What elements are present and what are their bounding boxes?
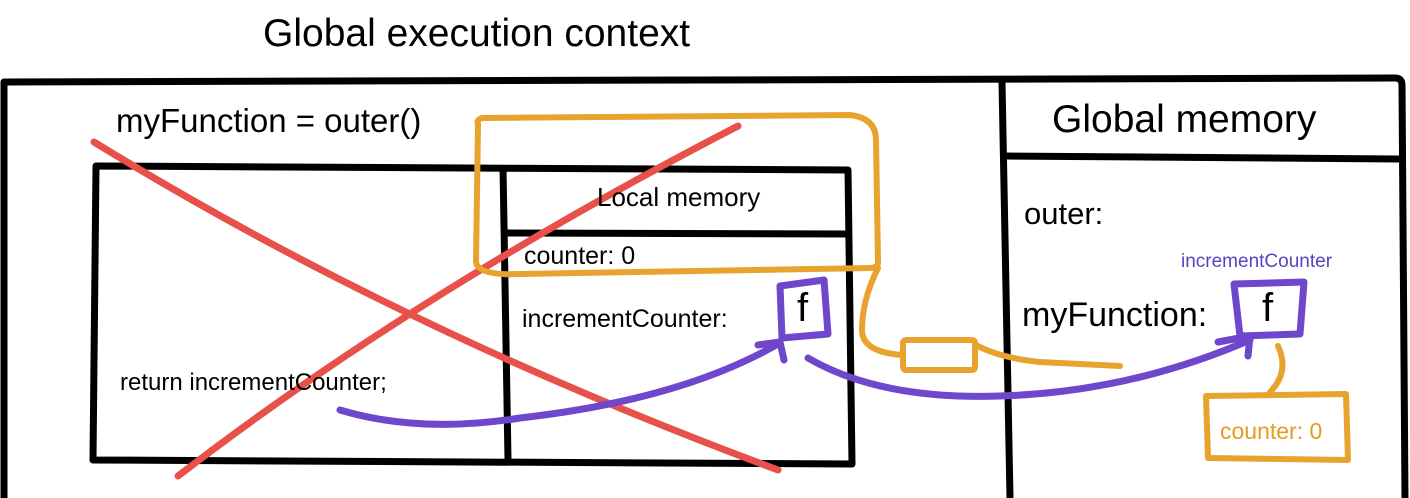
local-memory-divider xyxy=(499,166,512,461)
local-increment-entry: incrementCounter: xyxy=(522,305,728,333)
global-function-box xyxy=(1230,278,1308,340)
function-ref-arrow xyxy=(804,336,1254,400)
global-myfunction-entry: myFunction: xyxy=(1022,296,1208,334)
return-arrow xyxy=(336,340,782,428)
call-line: myFunction = outer() xyxy=(116,102,422,139)
global-memory-header: Global memory xyxy=(1052,98,1317,141)
global-context-frame xyxy=(0,74,1409,498)
global-function-glyph: f xyxy=(1262,286,1274,330)
local-memory-header: Local memory xyxy=(597,182,761,212)
cross-out-line-1 xyxy=(90,138,782,474)
global-memory-divider xyxy=(998,81,1014,498)
closure-link xyxy=(858,265,1123,369)
local-counter-entry: counter: 0 xyxy=(524,242,636,270)
backpack-link xyxy=(1267,343,1286,395)
local-function-box xyxy=(776,276,832,342)
function-annotation: incrementCounter xyxy=(1181,251,1333,272)
global-outer-entry: outer: xyxy=(1024,196,1104,231)
return-line: return incrementCounter; xyxy=(120,369,387,396)
local-function-glyph: f xyxy=(797,286,809,330)
local-memory-header-line xyxy=(504,229,849,238)
backpack-counter: counter: 0 xyxy=(1220,418,1323,444)
closure-link-box xyxy=(900,337,978,373)
cross-out-line-2 xyxy=(174,122,742,480)
function-context-frame xyxy=(89,162,856,468)
backpack-box xyxy=(1203,391,1351,463)
global-memory-header-line xyxy=(1003,152,1401,163)
return-arrowhead xyxy=(754,338,788,364)
closure-outline xyxy=(473,112,881,278)
diagram-title: Global execution context xyxy=(263,12,691,55)
